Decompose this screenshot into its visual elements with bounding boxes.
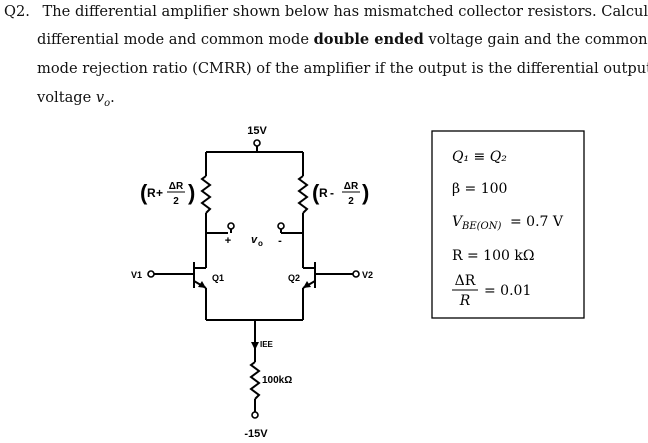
- transistor-q1: [193, 262, 207, 289]
- v2-terminal: [352, 270, 360, 278]
- svg-text:2: 2: [348, 196, 354, 207]
- vo-label-sub: o: [258, 239, 263, 248]
- tail-resistor: [249, 361, 261, 400]
- problem-text-3: mode rejection ratio (CMRR) of the ampli…: [37, 60, 648, 77]
- spec-dr-value: = 0.01: [484, 283, 531, 299]
- spec-vbe-value: = 0.7 V: [510, 214, 564, 230]
- left-resistor-label: ( R + ΔR 2 ): [140, 180, 195, 207]
- vo-subscript: o: [104, 97, 111, 109]
- iee-arrow: [251, 342, 259, 350]
- spec-q-match: Q₁ ≡ Q₂: [452, 149, 507, 165]
- ree-label: 100kΩ: [262, 375, 292, 386]
- vee-terminal: [251, 411, 259, 419]
- spec-dr-den: R: [459, 293, 471, 309]
- svg-text:): ): [188, 180, 195, 205]
- svg-text:R: R: [147, 186, 156, 200]
- q1-label: Q1: [212, 273, 224, 283]
- vo-variable: v: [95, 89, 105, 106]
- svg-text:-: -: [330, 186, 334, 200]
- problem-text-2-bold: double ended: [313, 31, 424, 48]
- svg-text:ΔR: ΔR: [169, 181, 184, 192]
- right-collector-resistor: [297, 175, 309, 214]
- problem-text-2b: voltage gain and the common-: [423, 31, 648, 48]
- v1-label: V1: [131, 270, 142, 280]
- vo-plus-terminal: [227, 222, 235, 230]
- transistor-q2: [302, 262, 316, 289]
- svg-text:2: 2: [173, 196, 179, 207]
- spec-dr-num: ΔR: [455, 273, 476, 289]
- specs-box: [431, 130, 585, 319]
- v1-terminal: [147, 270, 155, 278]
- problem-line-2: differential mode and common mode double…: [37, 31, 648, 48]
- spec-vbe: V: [452, 214, 464, 230]
- problem-text-4-end: .: [110, 89, 115, 106]
- svg-text:R: R: [319, 186, 328, 200]
- vcc-label: 15V: [247, 125, 267, 137]
- problem-text-4a: voltage: [37, 89, 96, 106]
- question-number: Q2.: [4, 3, 30, 20]
- svg-text:+: +: [156, 186, 163, 200]
- vcc-terminal: [253, 139, 261, 147]
- problem-text-2a: differential mode and common mode: [37, 31, 314, 48]
- spec-r: R = 100 kΩ: [452, 248, 534, 264]
- vo-minus-sign: -: [278, 235, 282, 247]
- problem-text-1: The differential amplifier shown below h…: [42, 3, 648, 20]
- vee-label: -15V: [244, 428, 268, 440]
- problem-line-4: voltage vo.: [37, 89, 115, 109]
- left-collector-resistor: [200, 175, 212, 214]
- svg-text:(: (: [312, 180, 320, 205]
- vo-minus-terminal: [277, 222, 285, 230]
- iee-label: IEE: [260, 340, 274, 349]
- v2-label: V2: [362, 270, 373, 280]
- spec-vbe-sub: BE(ON): [461, 221, 501, 232]
- problem-line-3: mode rejection ratio (CMRR) of the ampli…: [37, 60, 648, 77]
- problem-line-1: Q2. The differential amplifier shown bel…: [4, 3, 648, 20]
- q2-label: Q2: [288, 273, 300, 283]
- vo-plus-sign: +: [225, 235, 231, 247]
- svg-text:ΔR: ΔR: [344, 181, 359, 192]
- svg-text:): ): [362, 180, 369, 205]
- spec-beta: β = 100: [452, 181, 507, 197]
- svg-text:(: (: [140, 180, 148, 205]
- right-resistor-label: ( R - ΔR 2 ): [312, 180, 369, 207]
- vo-label: v: [251, 234, 258, 246]
